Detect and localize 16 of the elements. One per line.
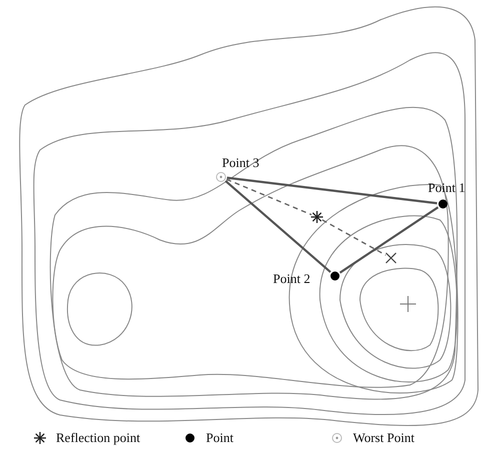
cross-marker [385,252,397,264]
dashed-line [322,219,386,256]
legend-label: Reflection point [56,431,140,444]
simplex-edge [226,176,438,204]
point-label: Point 1 [428,181,466,194]
legend-label: Worst Point [353,431,414,444]
point-dot [329,270,341,282]
simplex-edge [224,180,332,273]
reflection-star [311,211,323,223]
worst-point-marker [215,171,227,183]
point-dot [437,198,449,210]
legend-label: Point [206,431,234,444]
point-label: Point 3 [222,156,260,169]
simplex-edge [339,206,439,274]
dashed-line [226,178,312,216]
point-label: Point 2 [273,272,310,285]
